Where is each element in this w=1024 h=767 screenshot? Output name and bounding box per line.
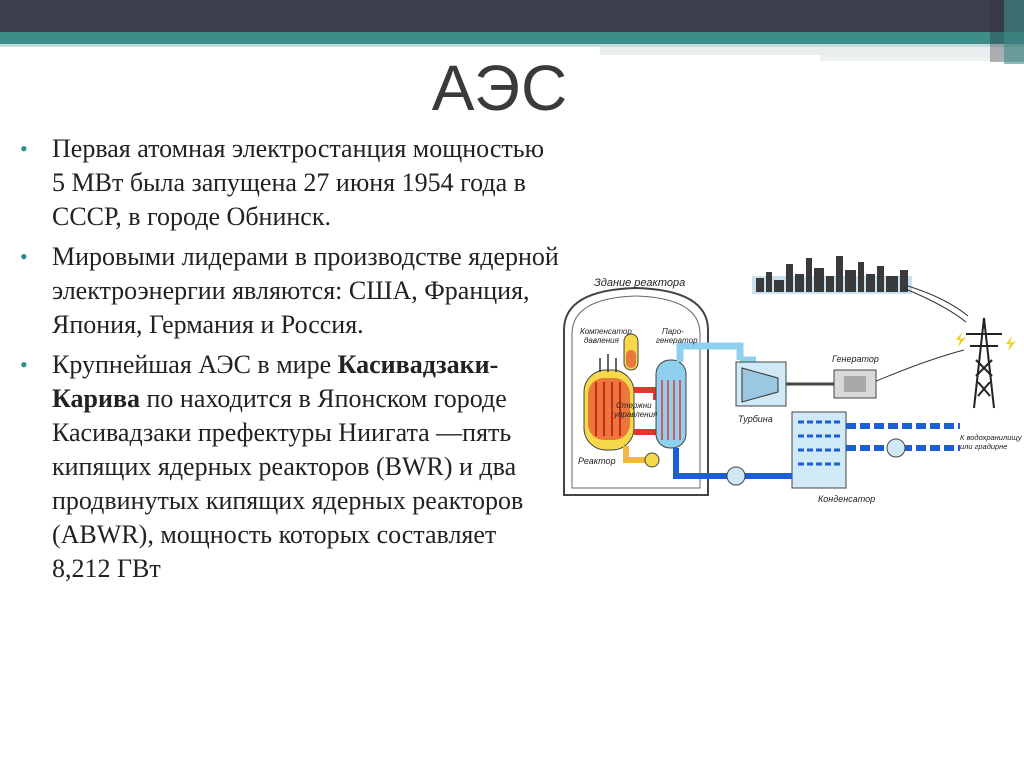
label-pressurizer-2: давления [584,336,620,345]
slide-title: АЭС [431,52,569,124]
bullet-text-before: Крупнейшая АЭС в мире [52,350,338,379]
city-skyline [752,256,912,294]
label-turbine: Турбина [738,414,773,424]
power-tower-icon [966,317,1002,409]
bullet-text-after: по находится в Японском городе Касивадза… [52,384,524,583]
label-reactor: Реактор [578,456,616,466]
label-steam-gen-1: Паро- [662,327,684,336]
feedwater-pump-icon [726,466,746,486]
label-condenser: Конденсатор [818,494,875,504]
label-generator: Генератор [832,354,879,364]
bullet-item: • Первая атомная электростанция мощность… [20,132,560,234]
label-reservoir-2: или градирне [960,442,1007,451]
cooling-pump-icon [886,438,906,458]
plant-name: Касивадзаки-Карива [52,350,499,413]
npp-diagram: Здание реактора Компенсатор давления Пар… [563,256,1023,504]
feedwater-line [673,448,792,479]
bullet-text: Первая атомная электростанция мощностью … [52,134,545,231]
bullet-dot-icon: • [20,352,28,377]
bullet-dot-icon: • [20,244,28,269]
steam-generator [655,359,687,449]
bullet-item: • Мировыми лидерами в производстве ядерн… [20,240,560,342]
header-band [0,0,1024,64]
steam-line [676,342,744,362]
bullet-text: Мировыми лидерами в производстве ядерной… [52,242,559,339]
label-reservoir-1: К водохранилищу [960,433,1023,442]
bullet-item: • Крупнейшая АЭС в мире Касивадзаки-Кари… [20,348,560,586]
label-reactor-building: Здание реактора [594,277,685,289]
bullet-dot-icon: • [20,136,28,161]
label-pressurizer-1: Компенсатор [580,327,632,336]
bullet-list: • Первая атомная электростанция мощность… [20,132,560,592]
label-rods-2: управления [613,410,658,419]
label-rods-1: Стержни [616,401,652,410]
primary-pump-icon [644,452,660,468]
label-steam-gen-2: генератор [656,336,698,345]
